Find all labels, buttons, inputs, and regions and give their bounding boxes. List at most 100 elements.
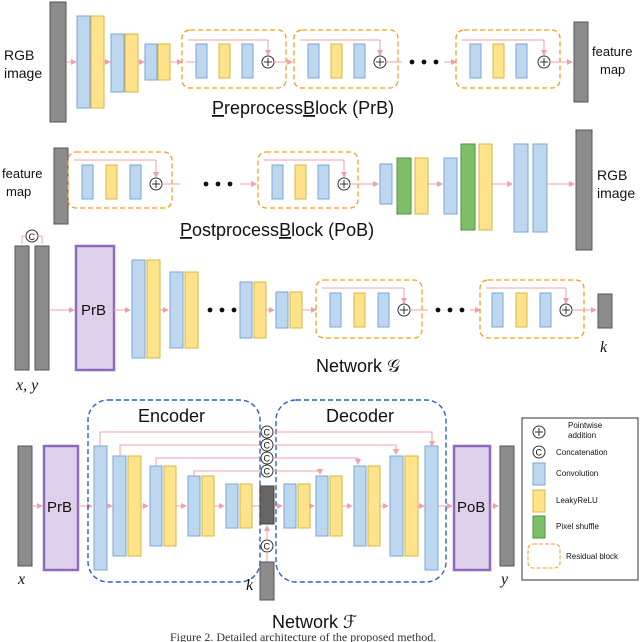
pob-rgb-label-bottom: image [597, 185, 635, 201]
rgb-label-bottom: image [4, 65, 42, 81]
relu-layer [90, 15, 105, 109]
concatenation-icon [260, 451, 274, 465]
prb-title: PreprocessBlock (PrB) [212, 98, 394, 118]
rgb-label-top: RGB [4, 47, 34, 63]
pob-title: PostprocessBlock (PoB) [180, 220, 374, 240]
conv-layer [187, 475, 201, 537]
relu-layer [163, 465, 177, 547]
ellipsis [409, 59, 439, 65]
relu-layer [127, 455, 142, 557]
conv-layer [76, 15, 91, 109]
svg-text:C: C [264, 467, 271, 477]
f-k-label: k [246, 577, 254, 594]
conv-layer [315, 475, 329, 537]
pixel-shuffle-layer [460, 143, 476, 231]
svg-text:C: C [264, 428, 271, 438]
conv-layer [283, 483, 297, 529]
legend-relu-swatch [532, 489, 546, 513]
ellipsis [203, 181, 233, 187]
relu-layer [239, 483, 253, 529]
decoder-frame [275, 399, 447, 583]
relu-layer [124, 33, 139, 93]
relu-layer [404, 455, 419, 557]
concat-column: C C C C C k [246, 425, 275, 601]
relu-layer [367, 465, 381, 547]
residual-block [479, 279, 597, 339]
prb-block [42, 444, 80, 572]
bottleneck-feature [259, 485, 275, 525]
relu-layer [253, 281, 267, 339]
conv-layer [93, 445, 108, 571]
feature-label-top: feature [592, 44, 632, 59]
decoder-label: Decoder [326, 406, 394, 426]
svg-text:C: C [536, 448, 543, 458]
legend-leakyrelu: LeakyReLU [556, 496, 598, 505]
y-label: y [499, 571, 509, 588]
svg-text:C: C [264, 441, 271, 451]
rgb-image-input [49, 1, 67, 123]
relu-layer [157, 43, 171, 81]
residual-block [315, 279, 428, 339]
pob-feature-label-top: feature [2, 166, 42, 181]
x-input [17, 445, 33, 567]
conv-layer [239, 281, 253, 339]
network-f-title: Network ℱ [272, 612, 357, 632]
encoder-label: Encoder [138, 406, 205, 426]
prb-label: PrB [81, 302, 106, 319]
skip-connections [99, 431, 435, 509]
legend-shuffle-swatch [532, 515, 546, 539]
relu-layer [289, 291, 303, 329]
concatenation-icon [260, 438, 274, 452]
conv-layer [353, 465, 367, 547]
concatenation-icon [532, 445, 546, 459]
legend-conv-swatch [532, 462, 546, 486]
relu-layer [414, 157, 429, 215]
rgb-image-output [575, 129, 593, 251]
legend-convolution: Convolution [556, 469, 598, 478]
concatenation-icon [260, 425, 274, 439]
conv-layer [110, 33, 125, 93]
legend-pixel-shuffle: Pixel shuffle [556, 522, 600, 531]
legend-residual-block: Residual block [566, 552, 619, 561]
pob-block [452, 444, 492, 572]
feature-map-output [573, 21, 589, 103]
legend-pointwise-1: Pointwise [568, 421, 603, 430]
conv-layer [379, 163, 393, 205]
f-prb-label: PrB [47, 499, 72, 516]
pob-rgb-label-top: RGB [597, 167, 627, 183]
conv-layer [144, 43, 158, 81]
concat-symbol: C [29, 232, 36, 242]
pixel-shuffle-layer [396, 157, 412, 215]
ellipsis [435, 307, 465, 313]
x-label: x [17, 571, 25, 588]
relu-layer [297, 483, 311, 529]
legend-pointwise-2: addition [568, 431, 596, 440]
conv-layer [443, 157, 458, 215]
relu-layer [184, 271, 199, 349]
network-g-section: C x, y PrB [14, 229, 613, 394]
residual-block [67, 151, 180, 209]
network-g-title: Network 𝒢 [316, 356, 400, 376]
concatenation-icon [260, 464, 274, 478]
y-input [34, 245, 50, 371]
prb-block [74, 244, 116, 372]
k-label: k [600, 339, 608, 356]
conv-layer [389, 455, 404, 557]
svg-text:C: C [264, 542, 271, 552]
relu-layer [201, 475, 215, 537]
conv-layer [513, 143, 529, 233]
conv-layer [169, 271, 184, 349]
residual-block [257, 151, 379, 209]
pob-label: PoB [457, 499, 485, 516]
network-f-section: x PrB Encoder Decoder [17, 399, 515, 632]
conv-layer [532, 143, 548, 233]
svg-text:C: C [264, 454, 271, 464]
residual-block [293, 29, 402, 89]
preprocess-block-section: RGB image [4, 1, 632, 123]
feature-map-input [53, 147, 69, 225]
legend: Pointwise addition C Concatenation Convo… [521, 417, 639, 581]
conv-layer [275, 291, 289, 329]
x-input [14, 245, 30, 371]
relu-layer [146, 259, 161, 359]
pob-feature-label-bottom: map [6, 184, 31, 199]
